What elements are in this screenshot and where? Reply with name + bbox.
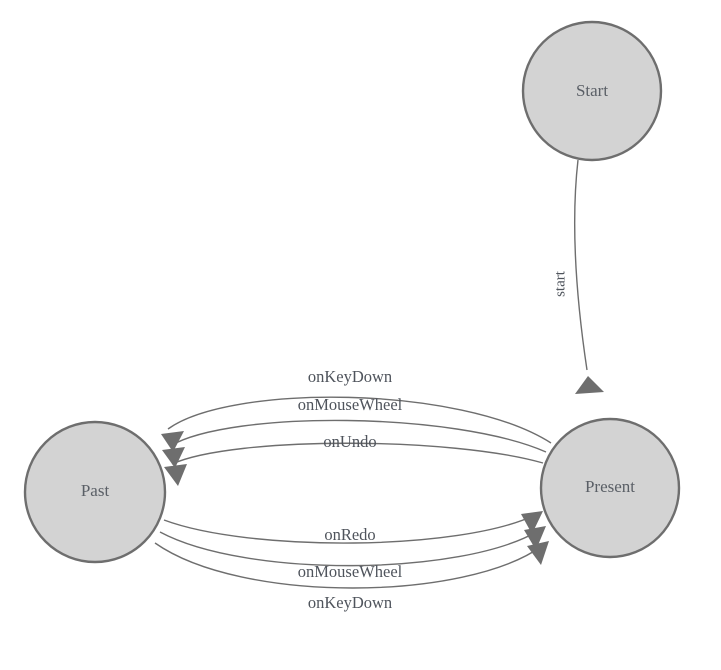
edge-present-to-past-onkeydown-arrowhead [161,431,184,452]
edge-past-to-present-onmousewheel[interactable]: onMouseWheel [159,526,546,581]
edge-past-to-present-onkeydown-path [154,542,543,589]
edge-present-to-past-onundo-arrowhead [164,464,187,486]
edge-past-to-present-onkeydown[interactable]: onKeyDown [154,541,549,612]
edge-present-to-past-onmousewheel-path [169,419,547,453]
node-past-circle[interactable] [23,420,167,564]
edge-label-start: start [552,270,568,297]
edge-present-to-past-onmousewheel[interactable]: onMouseWheel [162,395,547,468]
edge-label-past-present-onredo: onRedo [324,525,375,544]
edge-past-to-present-onredo[interactable]: onRedo [163,511,543,544]
edge-start-to-present[interactable]: start [552,159,604,394]
edge-label-present-past-onkeydown: onKeyDown [308,367,392,386]
node-start-circle[interactable] [521,20,663,162]
edge-label-past-present-onmousewheel: onMouseWheel [298,562,403,581]
edge-present-to-past-onundo-path [171,442,544,465]
edge-past-to-present-onmousewheel-path [159,530,539,567]
edge-present-to-past-onkeydown[interactable]: onKeyDown [161,367,552,452]
node-past[interactable]: Past [23,420,167,564]
node-present-label: Present [585,477,635,496]
edge-start-to-present-path [574,159,588,371]
edge-past-to-present-onredo-arrowhead [521,511,543,534]
node-present[interactable]: Present [539,417,681,559]
edge-label-present-past-onmousewheel: onMouseWheel [298,395,403,414]
edge-past-to-present-onredo-path [163,514,536,544]
edge-label-present-past-onundo: onUndo [323,432,376,451]
edge-present-to-past-onmousewheel-arrowhead [162,447,185,468]
node-start[interactable]: Start [521,20,663,162]
edge-label-past-present-onkeydown: onKeyDown [308,593,392,612]
edge-start-to-present-arrowhead [575,376,604,394]
node-past-label: Past [81,481,110,500]
edge-present-to-past-onundo[interactable]: onUndo [164,432,544,486]
node-present-circle[interactable] [539,417,681,559]
edge-present-to-past-onkeydown-path [167,396,552,444]
edge-past-to-present-onmousewheel-arrowhead [524,526,546,550]
node-start-label: Start [576,81,608,100]
edge-past-to-present-onkeydown-arrowhead [527,541,549,565]
